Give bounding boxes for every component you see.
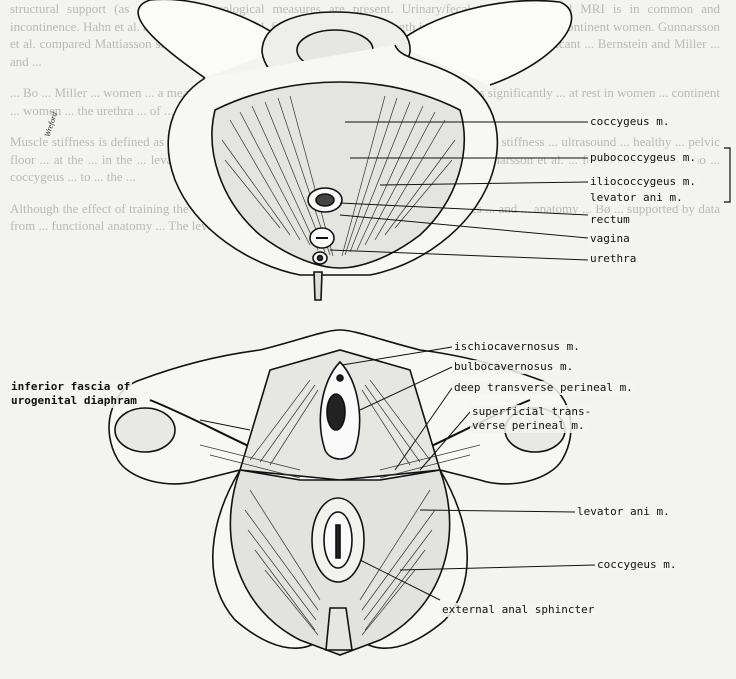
label-superficial-transverse-line2: verse perineal m. xyxy=(470,419,587,433)
label-vagina: vagina xyxy=(588,232,632,246)
label-superficial-transverse-line1: superficial trans- xyxy=(470,405,593,419)
levator-bracket xyxy=(722,146,734,206)
label-rectum: rectum xyxy=(588,213,632,227)
label-urethra: urethra xyxy=(588,252,638,266)
label-ischiocavernosus: ischiocavernosus m. xyxy=(452,340,582,354)
label-pubococcygeus: pubococcygeus m. xyxy=(588,151,698,165)
label-coccygeus-top: coccygeus m. xyxy=(588,115,671,129)
label-levator-ani-bottom: levator ani m. xyxy=(575,505,672,519)
label-inferior-fascia-line1: inferior fascia of xyxy=(9,380,132,394)
label-deep-transverse-perineal: deep transverse perineal m. xyxy=(452,381,635,395)
label-iliococcygeus: iliococcygeus m. xyxy=(588,175,698,189)
top-pelvic-diagram xyxy=(138,0,571,300)
label-bulbocavernosus: bulbocavernosus m. xyxy=(452,360,575,374)
label-inferior-fascia-line2: urogenital diaphram xyxy=(9,394,139,408)
label-coccygeus-bottom: coccygeus m. xyxy=(595,558,678,572)
label-levator-ani-top: levator ani m. xyxy=(588,191,685,205)
label-external-anal-sphincter: external anal sphincter xyxy=(440,603,596,617)
